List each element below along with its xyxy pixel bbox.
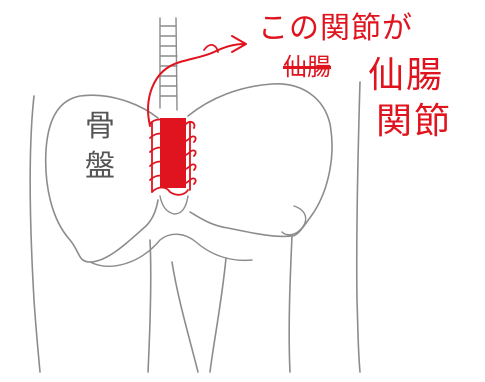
arrow-squiggle (203, 44, 219, 53)
arrow-head-icon (231, 35, 247, 53)
pelvis-label: 骨 盤 (80, 112, 120, 182)
annotation-struck-word: 仙腸 (283, 55, 331, 79)
sacroiliac-joint-highlight (149, 118, 197, 196)
annotation-arrow (147, 43, 245, 127)
right-ilium (187, 83, 333, 238)
inner-leg-left (171, 261, 199, 373)
body-outline-right (355, 81, 361, 373)
annotation-line-3: 関節 (376, 101, 453, 142)
right-hip-notch (281, 205, 307, 236)
pelvis-label-char-1: 骨 (85, 109, 115, 144)
inner-leg-right (209, 257, 227, 373)
left-leg (147, 239, 152, 373)
left-ilium (44, 94, 159, 263)
struck-through-text: 仙腸 (283, 53, 331, 81)
sacrum-base (159, 195, 189, 215)
body-outline-left (29, 95, 41, 373)
annotation-line-2: 仙腸 (368, 55, 445, 96)
pelvis-label-char-2: 盤 (85, 149, 115, 184)
right-leg (288, 235, 293, 373)
annotation-line-1: この関節が (258, 11, 413, 46)
pubic-arch (89, 233, 253, 267)
